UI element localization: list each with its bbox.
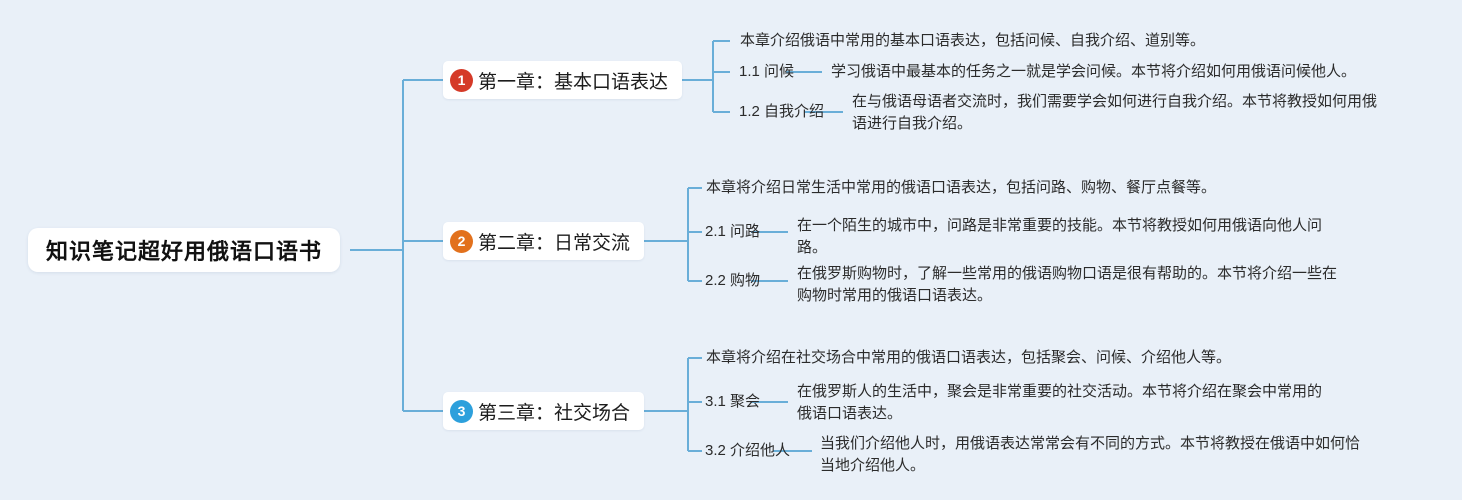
topic-1-2-description[interactable]: 在与俄语母语者交流时，我们需要学会如何进行自我介绍。本节将教授如何用俄语进行自我… <box>852 93 1378 132</box>
topic-2-2-label[interactable]: 2.2 购物 <box>705 272 761 289</box>
root-node-title: 知识笔记超好用俄语口语书 <box>46 239 323 264</box>
chapter-3-title: 第三章：社交场合 <box>478 402 631 424</box>
chapter-1-summary[interactable]: 本章介绍俄语中常用的基本口语表达，包括问候、自我介绍、道别等。 <box>740 32 1206 49</box>
topic-2-1-label[interactable]: 2.1 问路 <box>705 223 761 240</box>
chapter-1-title: 第一章：基本口语表达 <box>478 71 669 93</box>
topic-3-1-label[interactable]: 3.1 聚会 <box>705 393 761 410</box>
topic-1-1-label[interactable]: 1.1 问候 <box>739 63 795 80</box>
chapter-2-title: 第二章：日常交流 <box>478 232 631 254</box>
chapter-node-3[interactable]: 3 第三章：社交场合 <box>443 392 645 430</box>
root-node[interactable]: 知识笔记超好用俄语口语书 <box>28 228 341 272</box>
topic-1-2-label[interactable]: 1.2 自我介绍 <box>739 103 825 120</box>
topic-3-2-description[interactable]: 当我们介绍他人时，用俄语表达常常会有不同的方式。本节将教授在俄语中如何恰当地介绍… <box>820 435 1361 474</box>
chapter-3-summary[interactable]: 本章将介绍在社交场合中常用的俄语口语表达，包括聚会、问候、介绍他人等。 <box>706 349 1232 366</box>
chapter-node-1[interactable]: 1 第一章：基本口语表达 <box>443 61 683 99</box>
chapter-3-number-badge: 3 <box>450 399 473 423</box>
topic-2-1-description[interactable]: 在一个陌生的城市中，问路是非常重要的技能。本节将教授如何用俄语向他人问路。 <box>797 217 1323 256</box>
topic-3-2-label[interactable]: 3.2 介绍他人 <box>705 442 791 459</box>
topic-3-1-description[interactable]: 在俄罗斯人的生活中，聚会是非常重要的社交活动。本节将介绍在聚会中常用的俄语口语表… <box>797 383 1323 422</box>
topic-1-1-description[interactable]: 学习俄语中最基本的任务之一就是学会问候。本节将介绍如何用俄语问候他人。 <box>831 63 1357 80</box>
chapter-1-number-badge: 1 <box>450 68 473 92</box>
topic-2-2-description[interactable]: 在俄罗斯购物时，了解一些常用的俄语购物口语是很有帮助的。本节将介绍一些在购物时常… <box>797 265 1338 304</box>
chapter-node-2[interactable]: 2 第二章：日常交流 <box>443 222 645 260</box>
chapter-2-number-badge: 2 <box>450 229 473 253</box>
chapter-2-summary[interactable]: 本章将介绍日常生活中常用的俄语口语表达，包括问路、购物、餐厅点餐等。 <box>706 179 1217 196</box>
